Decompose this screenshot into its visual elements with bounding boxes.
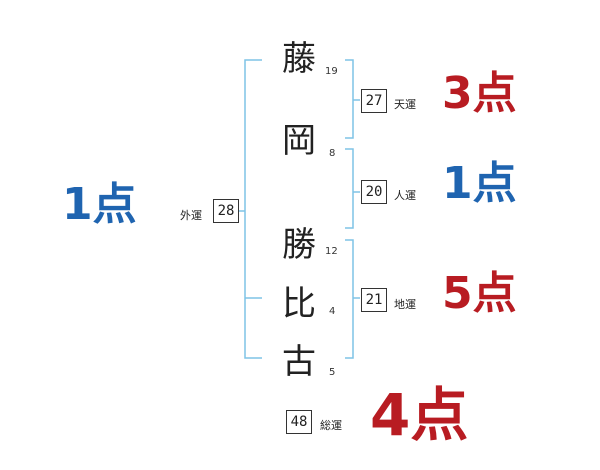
given-char-3: 古 bbox=[282, 342, 316, 382]
given-strokes-2: 4 bbox=[329, 306, 336, 317]
soukaku-score: 4点 bbox=[370, 381, 469, 449]
given-char-1: 勝 bbox=[282, 225, 316, 265]
gaikaku-score: 1点 bbox=[62, 179, 137, 230]
surname-char-2: 岡 bbox=[282, 121, 316, 161]
chikaku-bracket bbox=[345, 239, 354, 359]
given-char-2: 比 bbox=[282, 284, 316, 324]
soukaku-value-box: 48 bbox=[286, 410, 312, 434]
surname-strokes-2: 8 bbox=[329, 148, 336, 159]
gaikaku-value-box: 28 bbox=[213, 199, 239, 223]
chikaku-label: 地運 bbox=[394, 298, 416, 311]
tenkaku-value-box: 27 bbox=[361, 89, 387, 113]
outer-bracket bbox=[244, 59, 262, 359]
soukaku-label: 総運 bbox=[320, 419, 342, 432]
tenkaku-label: 天運 bbox=[394, 98, 416, 111]
given-strokes-3: 5 bbox=[329, 367, 336, 378]
gaikaku-label: 外運 bbox=[180, 209, 202, 222]
tenkaku-score: 3点 bbox=[442, 68, 517, 119]
jinkaku-bracket bbox=[345, 148, 354, 229]
jinkaku-score: 1点 bbox=[442, 158, 517, 209]
jinkaku-value-box: 20 bbox=[361, 180, 387, 204]
chikaku-score: 5点 bbox=[442, 268, 517, 319]
tenkaku-bracket bbox=[345, 59, 354, 139]
chikaku-value-box: 21 bbox=[361, 288, 387, 312]
surname-strokes-1: 19 bbox=[325, 66, 338, 77]
given-strokes-1: 12 bbox=[325, 246, 338, 257]
surname-char-1: 藤 bbox=[282, 39, 316, 79]
jinkaku-label: 人運 bbox=[394, 189, 416, 202]
